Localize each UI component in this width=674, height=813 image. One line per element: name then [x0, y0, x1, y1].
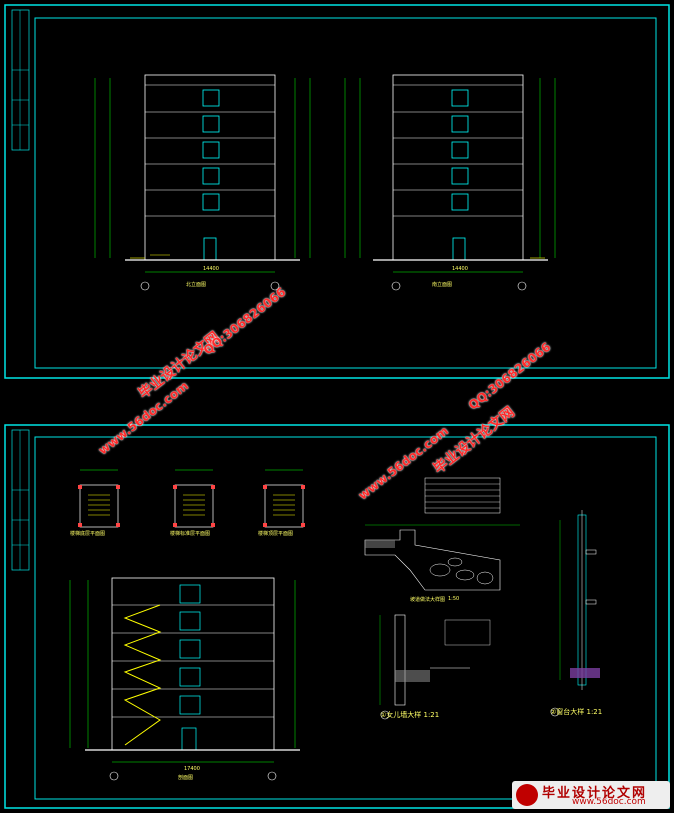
logo-url: www.56doc.com: [572, 797, 646, 807]
site-logo: 毕业设计论文网 www.56doc.com: [512, 781, 670, 809]
parapet-title: ①女儿墙大样 1:21: [380, 711, 440, 719]
stair-plan-2: [173, 469, 215, 528]
elevation-1-title: 北立面图: [186, 282, 207, 288]
logo-icon: [516, 784, 538, 806]
ramp-title: 坡道做法大样图: [410, 597, 446, 603]
stair-1-title: 楼梯底层平面图: [70, 531, 106, 537]
elevation-2: [344, 74, 556, 291]
ramp-scale: 1:50: [448, 596, 460, 602]
window-sill-title: ②窗台大样 1:21: [550, 708, 603, 716]
stair-plan-3: [263, 469, 305, 528]
elevation-1: [94, 74, 311, 291]
logo-text: 毕业设计论文网: [542, 786, 648, 801]
elevation-2-title: 南立面图: [432, 282, 453, 288]
section-width: 17400: [184, 766, 200, 772]
stair-2-title: 楼梯标准层平面图: [170, 531, 211, 537]
parapet-detail: [379, 614, 491, 720]
building-section: [69, 577, 300, 781]
stair-plan-1: [78, 469, 120, 528]
ramp-detail: [364, 524, 520, 591]
top-sheet-frame: [4, 4, 670, 379]
notes-table: [424, 477, 501, 514]
stair-3-title: 楼梯顶层平面图: [258, 531, 294, 537]
elevation-1-width: 14400: [203, 266, 219, 272]
elevation-2-width: 14400: [452, 266, 468, 272]
section-title: 剖面图: [178, 775, 194, 781]
bottom-sheet-frame: [4, 424, 670, 809]
window-sill-detail: [550, 510, 600, 717]
